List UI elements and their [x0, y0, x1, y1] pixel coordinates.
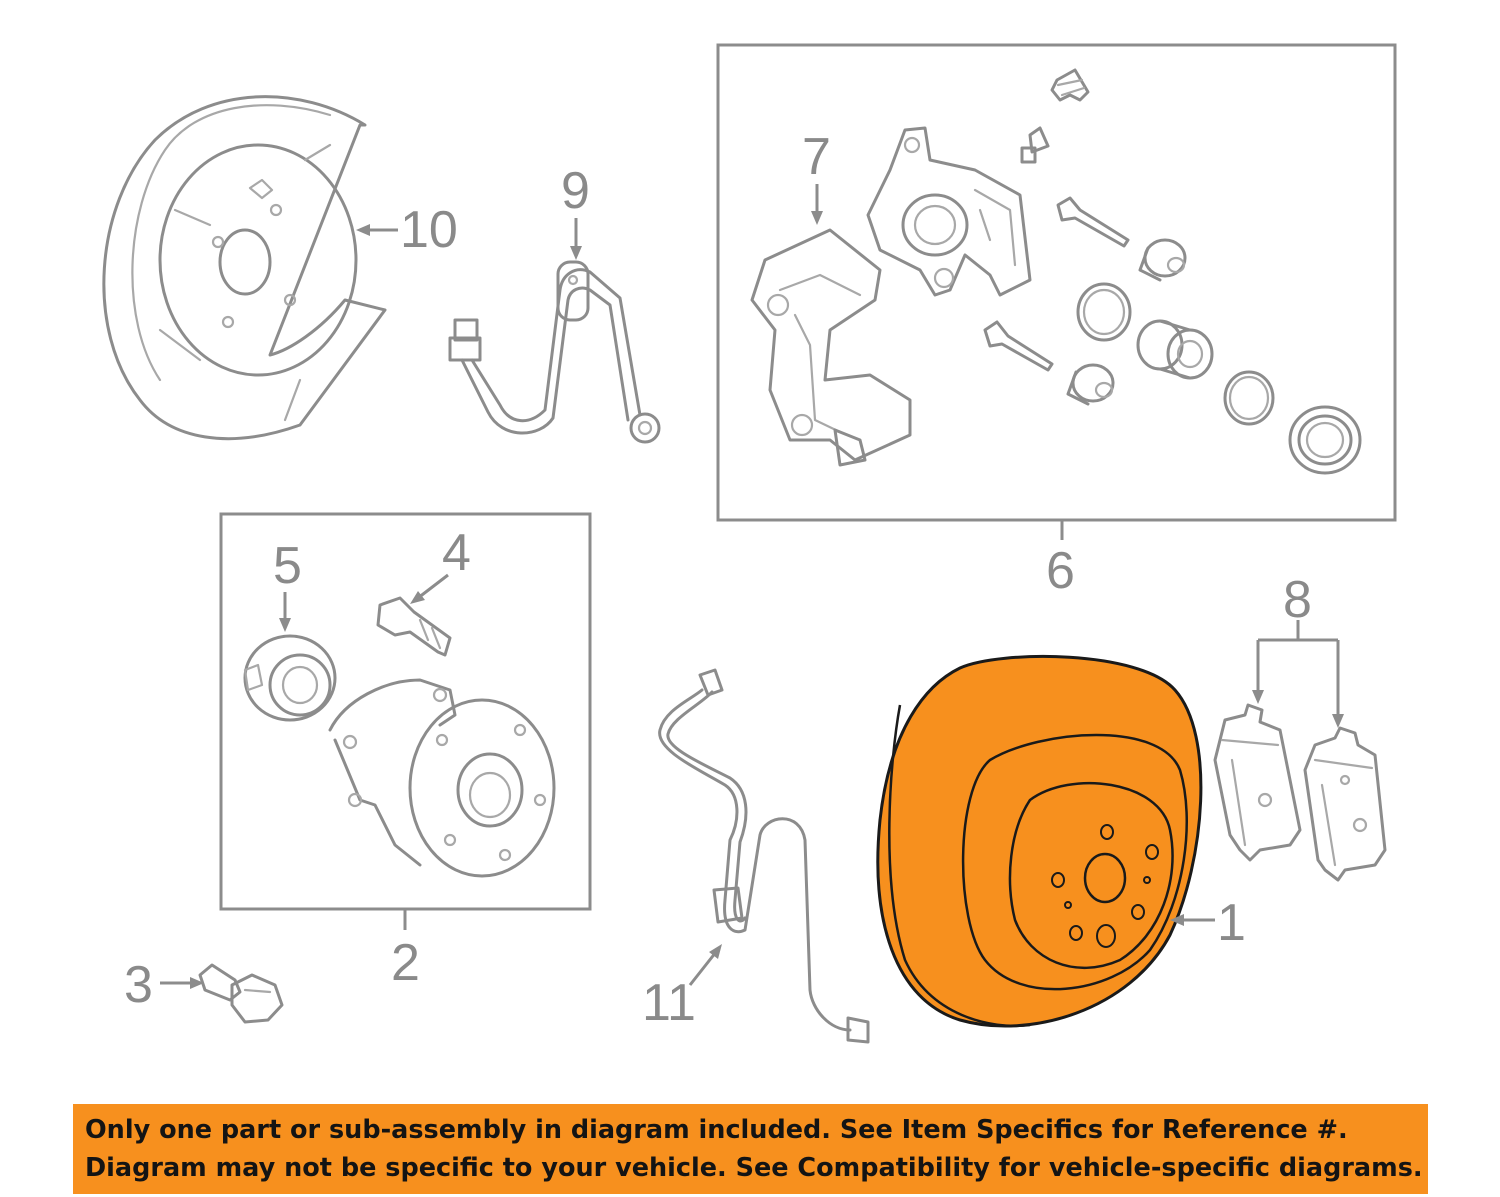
caliper-assembly-box: [716, 43, 1397, 522]
dust-boot-part: [1288, 405, 1362, 475]
dust-shield-part: [102, 95, 387, 441]
callout-6: 6: [1046, 542, 1075, 600]
callout-9: 9: [561, 162, 590, 220]
piston-ring-part: [1223, 370, 1275, 426]
caliper-body-part: [866, 126, 1032, 297]
brake-hose-part: [448, 260, 661, 444]
disclaimer-banner: Only one part or sub-assembly in diagram…: [73, 1104, 1428, 1194]
piston-seal-part: [1076, 282, 1132, 342]
callout-5: 5: [273, 537, 302, 595]
brake-pad-inner-part: [1213, 703, 1302, 862]
hub-bolt-part: [376, 596, 452, 657]
callout-4: 4: [442, 524, 471, 582]
guide-bolt-upper-part: [1056, 196, 1187, 282]
bleeder-screw-part: [1020, 68, 1090, 164]
brake-pad-outer-part: [1303, 726, 1387, 882]
callout-11: 11: [642, 974, 696, 1032]
hub-flange-part: [328, 678, 556, 878]
guide-bolt-lower-part: [983, 320, 1115, 406]
flange-bolt-part: [198, 963, 284, 1024]
leader-lines: [160, 184, 1344, 989]
callout-8: 8: [1283, 571, 1312, 629]
bearing-part: [243, 634, 337, 722]
callout-3: 3: [124, 956, 153, 1014]
disclaimer-line-1: Only one part or sub-assembly in diagram…: [85, 1115, 1348, 1145]
brake-rotor-part: [876, 655, 1203, 1028]
callout-7: 7: [802, 128, 831, 186]
callout-2: 2: [391, 934, 420, 992]
disclaimer-line-2: Diagram may not be specific to your vehi…: [85, 1153, 1423, 1183]
caliper-bracket-part: [750, 228, 912, 467]
callout-10: 10: [400, 201, 458, 259]
callout-1: 1: [1217, 894, 1246, 952]
abs-sensor-wire-part: [658, 668, 870, 1044]
piston-part: [1136, 319, 1214, 380]
